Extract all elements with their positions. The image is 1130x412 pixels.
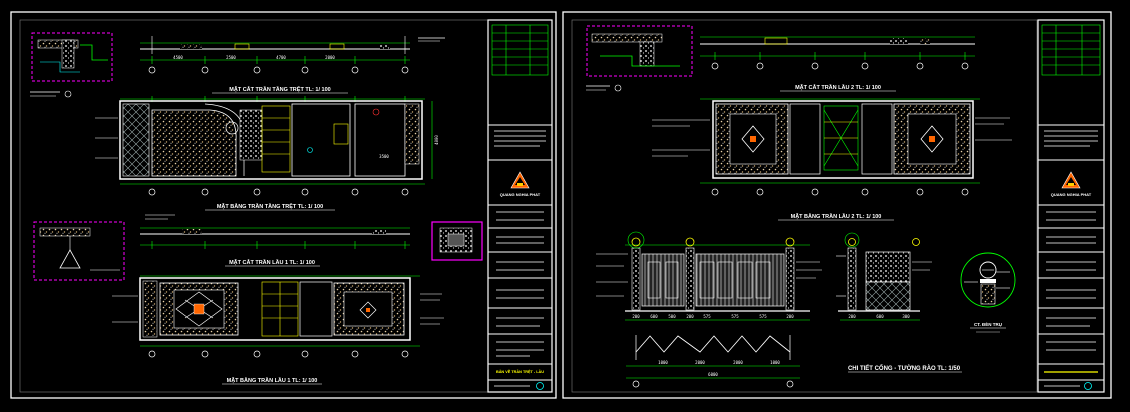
sec1-dim-2: 2500 (226, 55, 236, 60)
fence-dim-3: 2000 (733, 360, 743, 365)
lamp-post-detail: CT. ĐÈN TRỤ (960, 252, 1016, 333)
section-floor2-ceiling: MẶT CẮT TRẦN LẦU 2 TL: 1/ 100 (700, 36, 975, 92)
post-lamp-icon-2 (685, 237, 695, 247)
gate-dim-2: 600 (650, 314, 658, 319)
title-plan-ground: MẶT BẰNG TRẦN TẦNG TRỆT TL: 1/ 100 (217, 202, 323, 210)
section-floor1-ceiling: MẶT CẮT TRẦN LẦU 1 TL: 1/ 100 (33, 214, 483, 281)
sheet-1-frame (10, 11, 557, 399)
post-lamp-icon-3 (785, 237, 795, 247)
fence-dim-4: 1000 (770, 360, 780, 365)
fence-dim-1: 1000 (658, 360, 668, 365)
gate-dim-1: 200 (632, 314, 640, 319)
gate-dim-5: 575 (703, 314, 711, 319)
sheet-2: QUANG NGHIA PHAT (562, 11, 1112, 399)
sec1-dim-4: 2000 (325, 55, 335, 60)
gate-dim-7: 575 (759, 314, 767, 319)
sheet-2-company: QUANG NGHIA PHAT (1051, 192, 1092, 197)
sheet-1-titleblock: QUANG NGHIA PHAT (487, 19, 553, 393)
gate-elevation: 200 600 500 200 575 575 575 200 (596, 231, 822, 321)
plan1-width-dim: 4000 (434, 135, 439, 145)
side-dim-1: 200 (848, 314, 856, 319)
detail-box-sheet2 (586, 25, 693, 92)
side-dim-3: 300 (902, 314, 910, 319)
plan1-room-dim: 3500 (379, 154, 389, 159)
plan-ground-ceiling: 3500 4000 MẶT BẰNG TRẦN TẦNG TRỆT TL: 1/… (95, 96, 439, 211)
post-lamp-icon (631, 237, 641, 247)
sheet-2-titleblock: QUANG NGHIA PHAT (1037, 19, 1105, 393)
plan-floor2-ceiling: MẶT BẰNG TRẦN LẦU 2 TL: 1/ 100 (652, 98, 1012, 221)
plan-floor1-ceiling: MẶT BẰNG TRẦN LẦU 1 TL: 1/ 100 (112, 275, 444, 385)
title-section-floor1: MẶT CẮT TRẦN LẦU 1 TL: 1/ 100 (229, 258, 315, 266)
side-dim-2: 600 (876, 314, 884, 319)
company-logo-icon-2 (1061, 171, 1081, 189)
fence-dim-2: 2000 (695, 360, 705, 365)
sec1-dim-3: 4700 (276, 55, 286, 60)
detail-box-top-left (30, 32, 113, 98)
fence-side-section: 200 600 300 (836, 232, 932, 321)
title-lamp-detail: CT. ĐÈN TRỤ (974, 320, 1002, 327)
title-section-ground: MẶT CẮT TRẦN TẦNG TRỆT TL: 1/ 100 (229, 85, 330, 93)
sheet-1-drawing-title: BẢN VẼ TRẦN TRỆT - LẦU (496, 369, 544, 374)
title-section-floor2: MẶT CẮT TRẦN LẦU 2 TL: 1/ 100 (795, 83, 881, 91)
lamp-fixture-icon (59, 249, 81, 269)
fence-footing-plan: 1000 2000 2000 1000 6000 (626, 335, 800, 388)
gate-dim-6: 575 (731, 314, 739, 319)
sheet-2-frame (562, 11, 1112, 399)
title-plan-floor2: MẶT BẰNG TRẦN LẦU 2 TL: 1/ 100 (791, 212, 882, 220)
sec1-dim-1: 4500 (173, 55, 183, 60)
sheet-1: QUANG NGHIA PHAT (10, 11, 557, 399)
title-gate-detail: CHI TIẾT CỔNG - TƯỜNG RÀO TL: 1/50 (848, 364, 961, 372)
lamp-globe-icon (979, 261, 997, 279)
company-logo-icon (510, 171, 530, 189)
sheet-1-company: QUANG NGHIA PHAT (500, 192, 541, 197)
title-plan-floor1: MẶT BẰNG TRẦN LẦU 1 TL: 1/ 100 (227, 376, 318, 384)
section-ground-ceiling: 4500 2500 4700 2000 MẶT CẮT TRẦN TẦNG TR… (140, 36, 445, 94)
gate-dim-4: 200 (686, 314, 694, 319)
gate-dim-8: 200 (786, 314, 794, 319)
fence-dim-total: 6000 (708, 372, 718, 377)
gate-dim-3: 500 (668, 314, 676, 319)
